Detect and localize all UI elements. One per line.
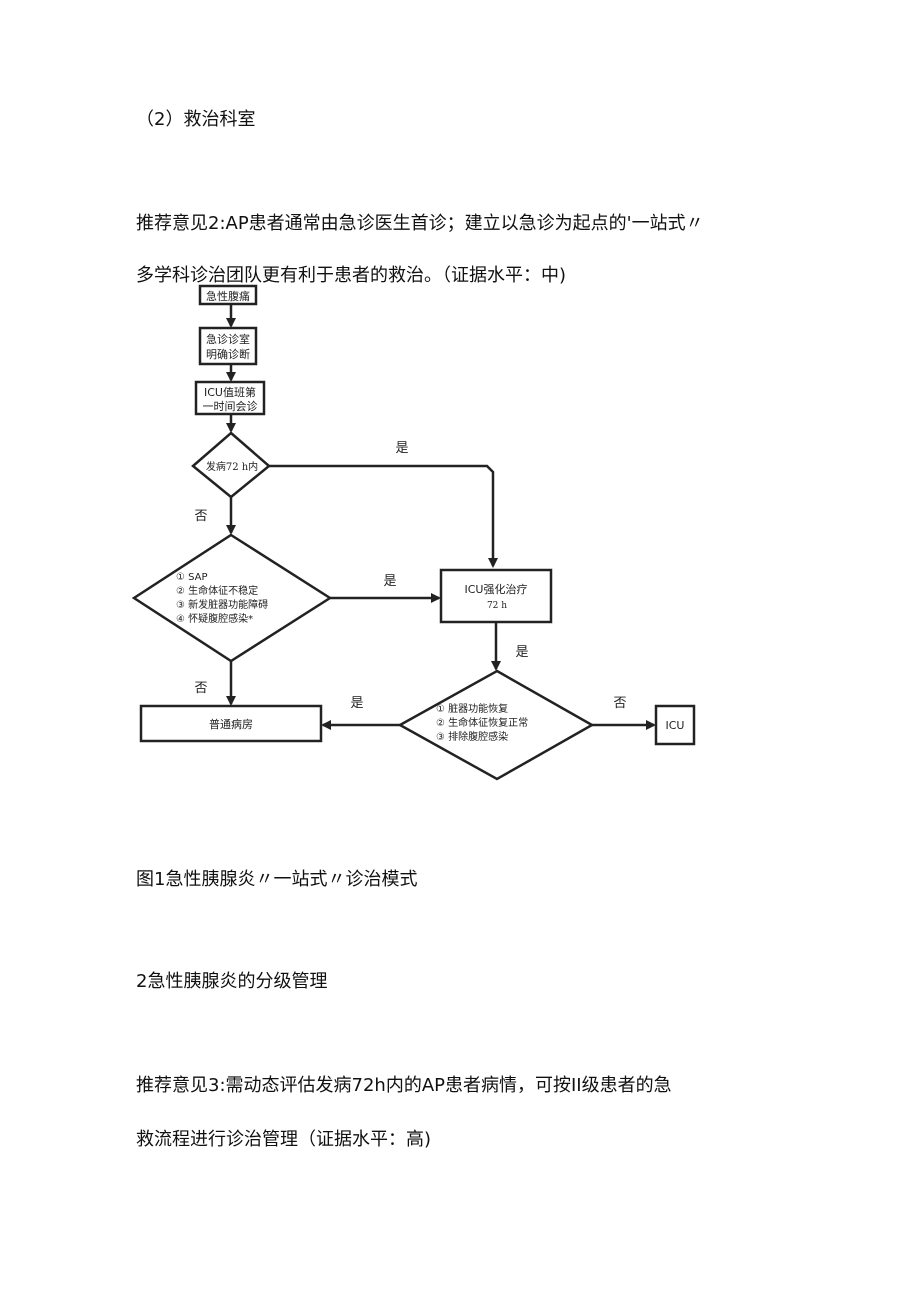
figure-caption: 图1急性胰腺炎〃一站式〃诊治模式: [136, 869, 418, 890]
label-no-severity: 否: [194, 681, 207, 696]
label-consult-line-1: ICU值班第: [204, 385, 256, 399]
severity-item-4: ④ 怀疑腹腔感染*: [176, 612, 253, 625]
flowchart: 急性腹痛 急诊诊室 明确诊断 ICU值班第 一时间会诊 发病72 h内 是 否 …: [131, 284, 696, 781]
recommendation-2-line-2: 多学科诊治团队更有利于患者的救治。（证据水平：中): [136, 265, 567, 286]
label-icu-intensive-line-2: 72 h: [487, 601, 507, 611]
label-yes-severity: 是: [383, 574, 396, 589]
label-consult-line-2: 一时间会诊: [203, 399, 258, 413]
label-acute-pain: 急性腹痛: [206, 289, 250, 303]
label-no-recovery: 否: [613, 696, 626, 711]
recommendation-3-line-1: 推荐意见3:需动态评估发病72h内的AP患者病情，可按II级患者的急: [136, 1075, 672, 1096]
recovery-item-1: ① 脏器功能恢复: [436, 702, 508, 715]
recovery-item-2: ② 生命体征恢复正常: [436, 716, 528, 729]
box-icu-intensive: [439, 568, 553, 624]
box-er-diagnosis: [198, 326, 258, 366]
severity-item-1: ① SAP: [176, 572, 208, 583]
arrow-onset-yes-to-icu-intensive: [269, 464, 498, 568]
section-2-heading: 2急性胰腺炎的分级管理: [136, 971, 328, 992]
label-no-onset: 否: [194, 509, 207, 524]
section-heading: （2）救治科室: [136, 109, 256, 130]
label-yes-recovery: 是: [350, 696, 363, 711]
label-yes-onset: 是: [395, 441, 408, 456]
label-er-line-1: 急诊诊室: [206, 332, 250, 346]
label-icu-intensive-line-1: ICU强化治疗: [465, 582, 528, 596]
box-acute-abdominal-pain: [198, 284, 258, 306]
label-er-line-2: 明确诊断: [206, 347, 250, 361]
severity-item-2: ② 生命体征不稳定: [176, 584, 258, 597]
label-general-ward: 普通病房: [209, 717, 253, 731]
decision-recovery: [397, 669, 595, 781]
label-onset-72h: 发病72 h内: [206, 460, 258, 473]
recovery-item-3: ③ 排除腹腔感染: [436, 730, 508, 743]
decision-severity: [131, 533, 333, 663]
recommendation-2-line-1: 推荐意见2:AP患者通常由急诊医生首诊；建立以急诊为起点的'一站式〃: [136, 213, 704, 234]
box-icu: [654, 704, 696, 746]
label-icu: ICU: [666, 719, 685, 732]
label-yes-icu-to-recovery: 是: [515, 645, 528, 660]
recommendation-3-line-2: 救流程进行诊治管理（证据水平：高): [136, 1129, 432, 1150]
severity-item-3: ③ 新发脏器功能障碍: [176, 598, 268, 611]
